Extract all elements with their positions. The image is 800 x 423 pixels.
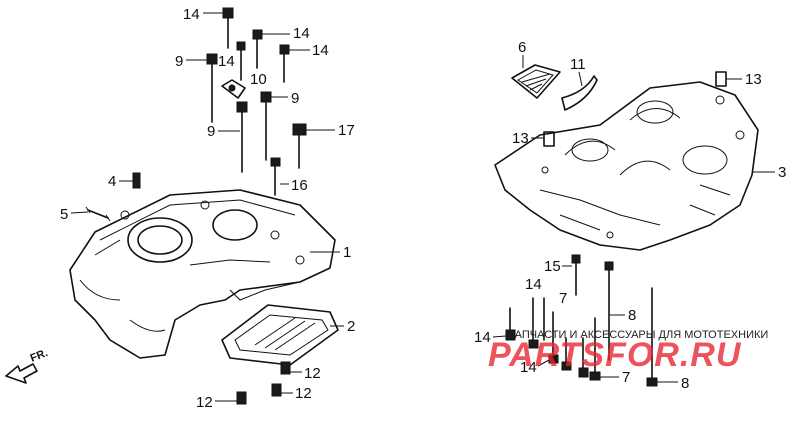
callout-4: 4 — [108, 173, 116, 190]
watermark-logo: PARTSFOR.RU — [488, 336, 742, 374]
front-arrow-label: FR. — [29, 347, 50, 365]
callout-14-a: 14 — [183, 6, 200, 23]
callout-7-a: 7 — [559, 290, 567, 307]
callout-14-d: 14 — [312, 42, 329, 59]
callout-7-b: 7 — [622, 369, 630, 386]
front-direction-arrow: FR. — [5, 347, 50, 384]
callout-1: 1 — [343, 244, 351, 261]
callout-15: 15 — [544, 258, 561, 275]
callout-12-a: 12 — [304, 365, 321, 382]
callout-3: 3 — [778, 164, 786, 181]
callout-11: 11 — [570, 56, 586, 73]
callout-16: 16 — [291, 177, 308, 194]
callout-14-c: 14 — [218, 53, 235, 70]
callout-2: 2 — [347, 318, 355, 335]
callout-17: 17 — [338, 122, 355, 139]
callout-9-c: 9 — [207, 123, 215, 140]
callout-12-b: 12 — [295, 385, 312, 402]
dowel-pins — [543, 71, 727, 147]
callout-14-b: 14 — [293, 25, 310, 42]
callout-9-b: 9 — [291, 90, 299, 107]
right-callouts: 6 11 13 13 3 15 14 7 8 14 14 7 8 — [474, 39, 786, 392]
left-callouts: 14 14 14 14 9 10 9 9 17 4 16 5 1 2 12 12… — [60, 6, 355, 411]
gasket-and-seal — [511, 64, 598, 111]
callout-9-a: 9 — [175, 53, 183, 70]
lower-crankcase — [494, 81, 759, 251]
callout-13-a: 13 — [745, 71, 762, 88]
callout-12-c: 12 — [196, 394, 213, 411]
callout-8-a: 8 — [628, 307, 636, 324]
callout-5: 5 — [60, 206, 68, 223]
callout-14-f: 14 — [474, 329, 491, 346]
callout-8-b: 8 — [681, 375, 689, 392]
callout-13-b: 13 — [512, 130, 529, 147]
callout-14-e: 14 — [525, 276, 542, 293]
watermark-subtitle: ЗАПЧАСТИ И АКСЕССУАРЫ ДЛЯ МОТОТЕХНИКИ — [508, 329, 768, 341]
oil-strainer-plate — [221, 304, 339, 366]
callout-6: 6 — [518, 39, 526, 56]
upper-crankcase — [69, 189, 336, 359]
watermark: ЗАПЧАСТИ И АКСЕССУАРЫ ДЛЯ МОТОТЕХНИКИ PA… — [488, 329, 768, 374]
callout-10: 10 — [250, 71, 267, 88]
callout-14-g: 14 — [520, 359, 537, 376]
right-bolts — [505, 254, 658, 387]
left-bolts — [85, 7, 307, 405]
